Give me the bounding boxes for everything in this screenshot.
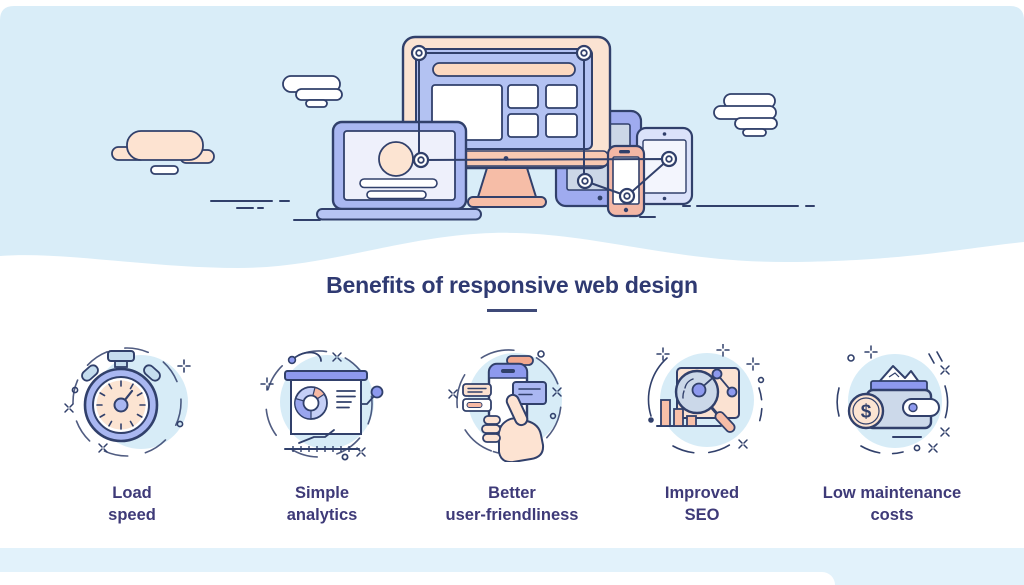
stopwatch-icon (64, 346, 191, 457)
page-title: Benefits of responsive web design (326, 272, 698, 298)
benefit-item-load-speed: Load speed (37, 344, 227, 526)
cloud-top-white (282, 75, 343, 108)
phablet (635, 126, 694, 206)
benefit-item-low-maintenance-costs: $ Low maintenance costs (797, 344, 987, 526)
phone-in-hand-icon (448, 348, 562, 462)
benefit-item-improved-seo: Improved SEO (607, 343, 797, 526)
seo-magnifier-icon (647, 343, 765, 454)
analytics-board-icon (260, 349, 384, 461)
next-section-edge (0, 572, 1024, 585)
responsive-devices-illustration (0, 6, 1024, 268)
wallet-icon: $ (836, 344, 950, 454)
benefit-label: Improved SEO (664, 483, 740, 524)
hero-section (0, 0, 1024, 270)
benefit-item-user-friendliness: Better user-friendliness (417, 344, 607, 526)
benefits-row: Load speed (0, 343, 1024, 526)
connection-lines (418, 52, 670, 197)
benefit-item-simple-analytics: Simple analytics (227, 344, 417, 526)
section-divider-strip (0, 548, 1024, 572)
laptop (316, 120, 482, 221)
svg-text:$: $ (861, 401, 872, 422)
smartphone (606, 144, 646, 218)
benefit-label: Low maintenance costs (822, 483, 962, 524)
benefit-label: Simple analytics (286, 483, 358, 524)
title-underline (487, 309, 537, 312)
benefit-label: Load speed (108, 483, 156, 524)
connection-nodes (410, 44, 678, 205)
benefit-label: Better user-friendliness (445, 483, 579, 524)
benefits-section: Benefits of responsive web design (0, 270, 1024, 548)
cloud-peach (111, 130, 215, 175)
cloud-right-white (713, 93, 778, 137)
next-section-card-corner (0, 572, 835, 585)
